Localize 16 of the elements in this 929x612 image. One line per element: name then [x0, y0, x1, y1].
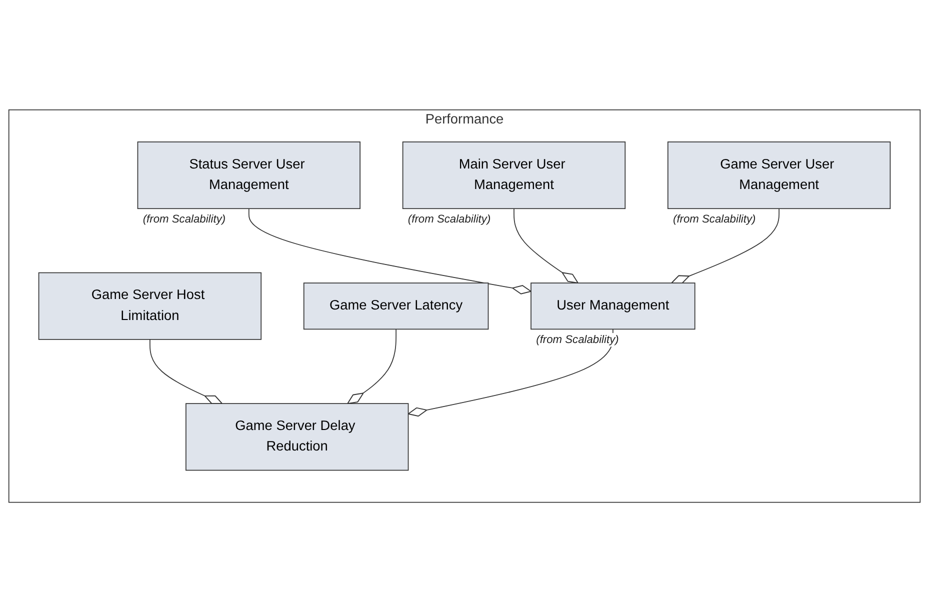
source-note: (from Scalability): [142, 213, 226, 226]
node-box: Main Server User Management: [402, 141, 626, 209]
connector: [408, 328, 614, 416]
connector: [248, 208, 532, 294]
node-box: User Management: [530, 282, 696, 330]
connector: [150, 338, 223, 404]
connector: [514, 208, 578, 284]
node-box: Game Server Delay Reduction: [186, 403, 409, 471]
connector: [347, 328, 396, 404]
source-note: (from Scalability): [408, 213, 491, 226]
source-note: (from Scalability): [536, 334, 619, 346]
node-box: Game Server Latency: [303, 282, 489, 330]
node-box: Status Server User Management: [137, 141, 360, 209]
node-box: Game Server Host Limitation: [38, 272, 262, 340]
node-box: Game Server User Management: [667, 141, 891, 209]
source-note: (from Scalability): [673, 213, 756, 226]
